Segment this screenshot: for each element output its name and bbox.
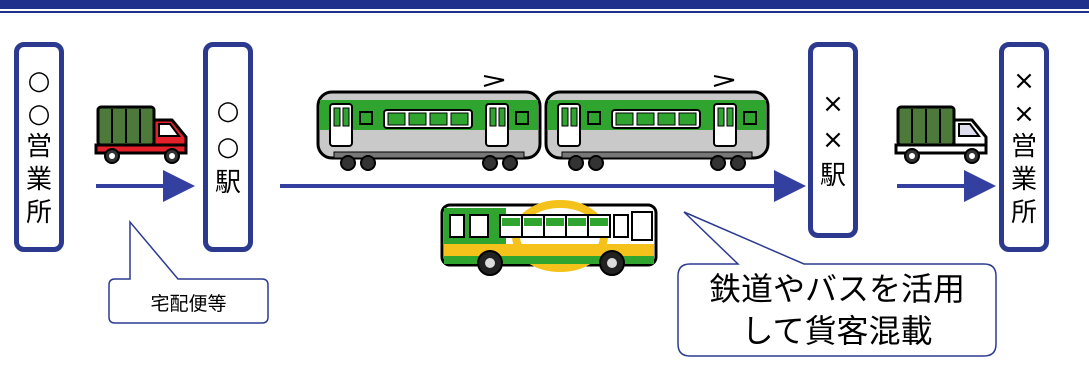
callout-railbus-line2: して貨客混載	[678, 310, 996, 352]
callout-railbus-line1: 鉄道やバスを活用	[678, 268, 996, 310]
train-car-icon-2	[546, 76, 768, 170]
train-car-icon-1	[318, 76, 540, 170]
bus-icon	[442, 204, 656, 275]
callout-delivery-text: 宅配便等	[109, 289, 268, 316]
truck-icon-right	[896, 107, 986, 163]
truck-icon-left	[96, 107, 186, 163]
callout-railbus-text: 鉄道やバスを活用 して貨客混載	[678, 268, 996, 352]
